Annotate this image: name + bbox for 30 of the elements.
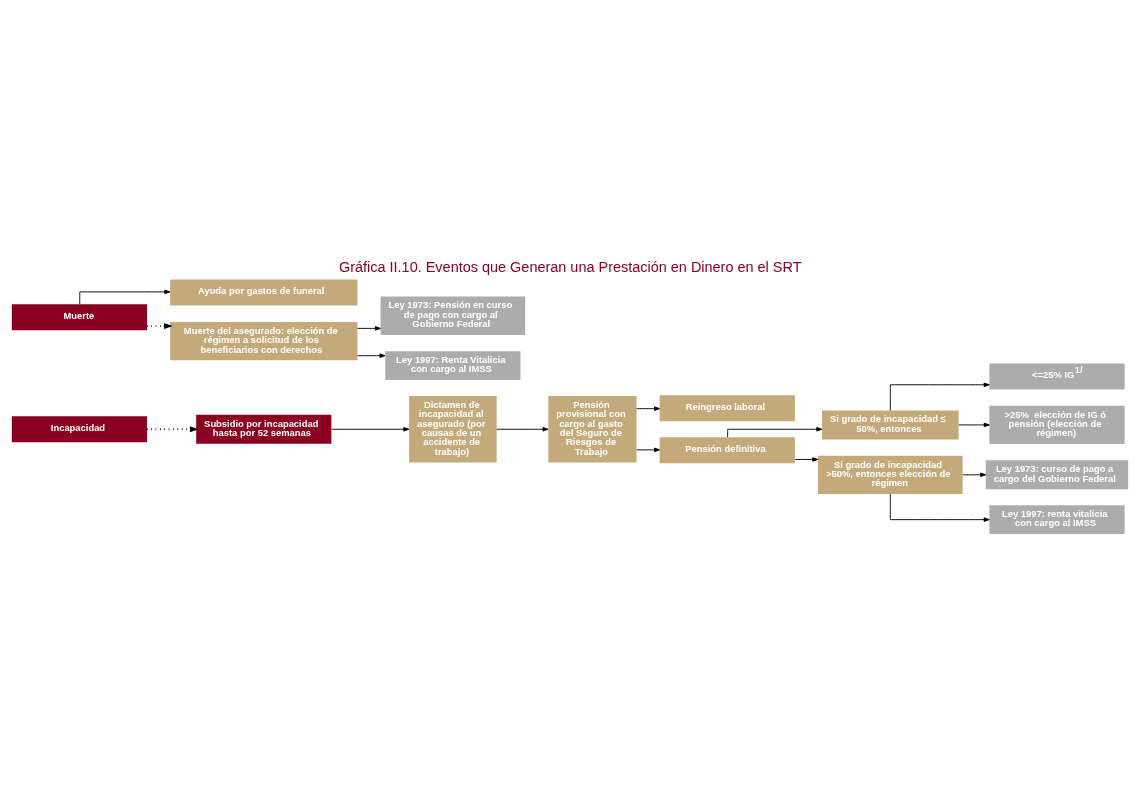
arrow — [331, 427, 410, 432]
arrow — [357, 326, 381, 331]
node-box: >25% elección de IG ó pensión (elección de régimen) — [989, 405, 1125, 445]
node-box: Ley 1997: renta vitalicia con cargo al IMSS — [989, 505, 1125, 535]
node-box: Muerte — [11, 304, 147, 331]
arrow — [496, 427, 549, 432]
arrow — [636, 406, 660, 411]
arrow — [636, 447, 660, 453]
node-box: Muerte del asegurado: elección de régimen a solicitud de los beneficiarios con derechos — [170, 321, 358, 361]
node-box: Si grado de incapacidad >50%, entonces elección de régimen — [818, 455, 963, 494]
node-box: Ley 1997: Renta Vitalicia con cargo al IMSS — [385, 351, 521, 381]
arrow — [794, 457, 819, 462]
arrow — [357, 353, 386, 358]
node-box: Si grado de incapacidad ≤ 50%, entonces — [822, 410, 959, 440]
arrow — [727, 427, 823, 438]
node-box: Ayuda por gastos de funeral — [170, 279, 358, 306]
node-box: Dictamen de incapacidad al asegurado (por causas de un accidente de trabajo) — [409, 396, 497, 463]
node-box: Subsidio por incapacidad hasta por 52 semanas — [196, 414, 332, 444]
node-box: Ley 1973: Pensión en curso de pago con cargo al Gobierno Federal — [380, 296, 526, 335]
node-box: Reingreso laboral — [659, 395, 795, 422]
arrow — [958, 422, 990, 428]
arrow — [962, 472, 987, 478]
arrow — [889, 382, 990, 411]
arrow — [146, 426, 199, 433]
arrow — [889, 493, 990, 522]
node-box: Ley 1973: curso de pago a cargo del Gobierno Federal — [985, 460, 1129, 490]
diagram-title: Gráfica II.10. Eventos que Generan una Prestación en Dinero en el SRT — [338, 259, 802, 276]
node-box: Pensión definitiva — [659, 437, 795, 464]
node-box: Pensión provisional con cargo al gasto del Seguro de Riesgos de Trabajo — [548, 396, 637, 463]
node-box: Incapacidad — [11, 416, 147, 443]
